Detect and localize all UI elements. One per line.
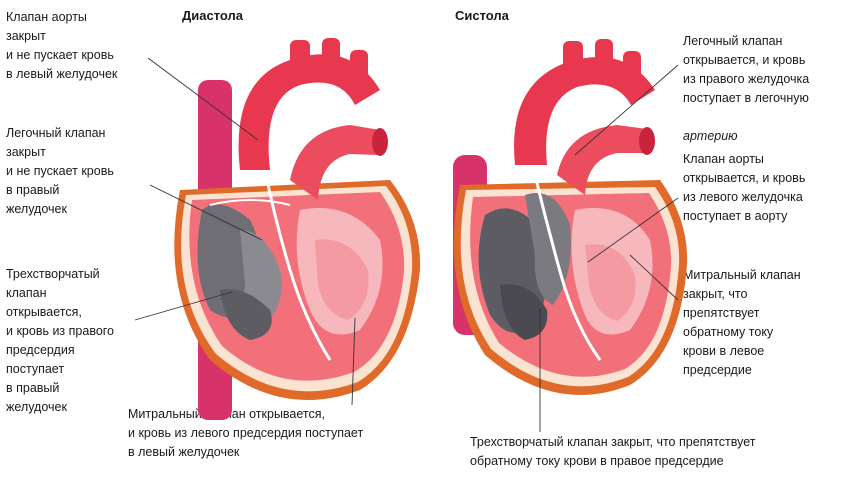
leader-lines — [0, 0, 851, 477]
